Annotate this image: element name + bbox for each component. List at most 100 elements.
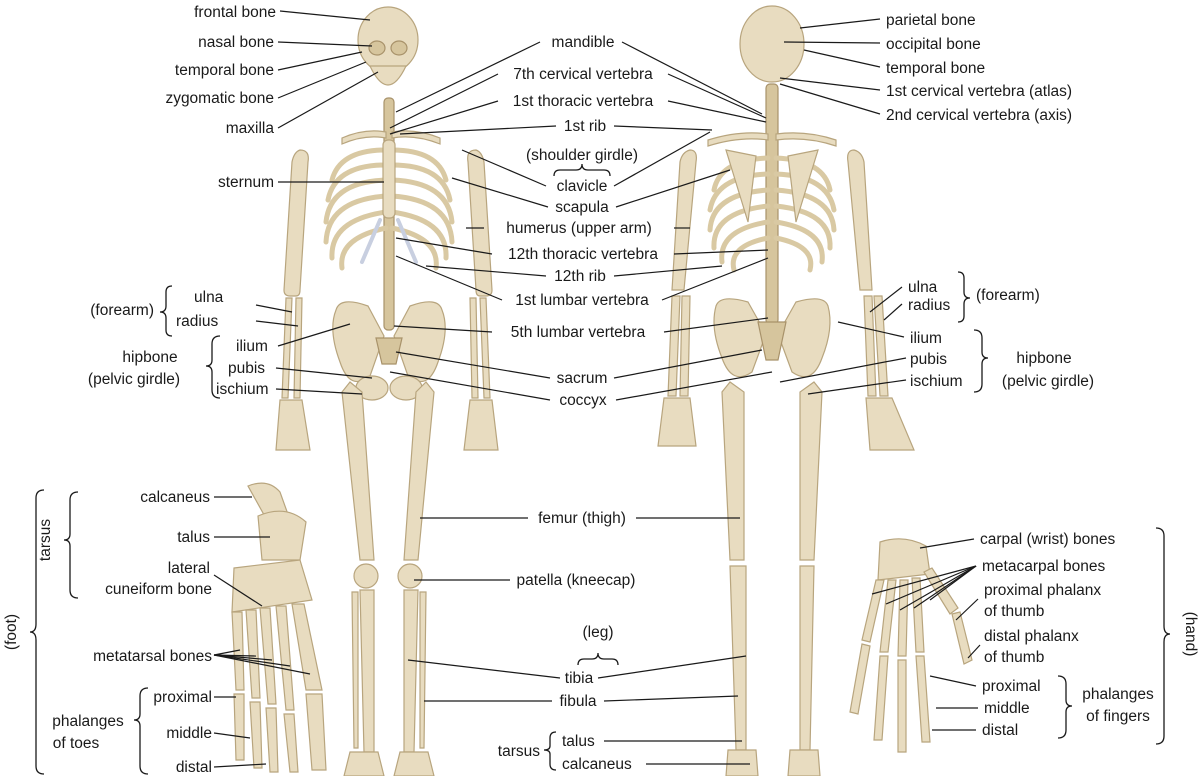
label-patella: patella (kneecap) — [517, 572, 636, 589]
label-phal-toes-2: of toes — [53, 735, 100, 752]
label-coccyx: coccyx — [559, 392, 607, 409]
label-rib1: 1st rib — [564, 118, 606, 135]
label-mandible: mandible — [552, 34, 615, 51]
foot-detail — [231, 482, 327, 773]
label-ilium-right: ilium — [910, 330, 942, 347]
front-ilium-right — [393, 301, 446, 383]
label-metatarsal: metatarsal bones — [93, 648, 212, 665]
label-pubis-left: pubis — [228, 360, 265, 377]
front-tibia-right — [403, 589, 419, 753]
back-humerus-right — [847, 149, 873, 291]
label-phal-toes-1: phalanges — [52, 713, 124, 730]
label-temporal-bone-front: temporal bone — [175, 62, 274, 79]
label-toe-proximal: proximal — [153, 689, 212, 706]
back-femur-right — [799, 381, 823, 561]
label-phal-fingers-1: phalanges — [1082, 686, 1154, 703]
label-pubis-right: pubis — [910, 351, 947, 368]
label-occipital-bone: occipital bone — [886, 36, 981, 53]
front-hand-left — [275, 399, 311, 451]
front-ilium-left — [332, 301, 385, 383]
label-sternum: sternum — [218, 174, 274, 191]
front-clavicle-left — [341, 130, 387, 145]
back-ilium-left — [713, 298, 767, 378]
hand-metacarpals — [861, 567, 959, 657]
label-talus-foot: talus — [177, 529, 210, 546]
hand-carpals — [877, 538, 931, 581]
label-maxilla: maxilla — [226, 120, 275, 137]
label-hipbone-right-1: hipbone — [1016, 350, 1071, 367]
label-hipbone-left-2: (pelvic girdle) — [88, 371, 180, 388]
label-forearm-left: (forearm) — [90, 302, 154, 319]
front-sacrum — [375, 337, 403, 365]
label-ilium-left: ilium — [236, 338, 268, 355]
front-hand-right — [463, 399, 499, 451]
front-radius-right — [469, 297, 479, 399]
front-humerus-left — [283, 149, 309, 297]
label-axis: 2nd cervical vertebra (axis) — [886, 107, 1072, 124]
label-hipbone-left-1: hipbone — [122, 349, 177, 366]
label-leg: (leg) — [582, 624, 613, 641]
hand-phalanges — [849, 611, 973, 753]
back-ulna-left — [667, 295, 681, 397]
back-tibia-right — [799, 565, 815, 751]
front-eye-socket-right — [390, 40, 408, 56]
front-skull — [357, 6, 419, 74]
front-tibia-left — [359, 589, 375, 753]
front-mandible — [369, 65, 407, 86]
label-l5: 5th lumbar vertebra — [511, 324, 646, 341]
label-sacrum: sacrum — [557, 370, 608, 387]
label-dist-thumb-1: distal phalanx — [984, 628, 1079, 645]
back-skeleton — [657, 5, 915, 776]
label-tarsus-bottom: tarsus — [498, 743, 540, 760]
label-shoulder-girdle: (shoulder girdle) — [526, 147, 638, 164]
label-calcaneus-foot: calcaneus — [140, 489, 210, 506]
front-fibula-right — [419, 591, 427, 749]
back-scapula-right — [787, 149, 819, 223]
foot-talus — [257, 510, 307, 561]
back-foot-right — [787, 749, 821, 776]
label-t12: 12th thoracic vertebra — [508, 246, 658, 263]
label-l1: 1st lumbar vertebra — [515, 292, 649, 309]
front-humerus-right — [467, 149, 493, 297]
back-clavicle-left — [707, 132, 769, 147]
braces — [29, 163, 1171, 775]
label-toe-distal: distal — [176, 759, 212, 776]
front-sternum — [382, 139, 396, 219]
front-foot-right — [393, 751, 435, 776]
label-frontal-bone: frontal bone — [194, 4, 276, 21]
label-t1: 1st thoracic vertebra — [513, 93, 654, 110]
label-carpal: carpal (wrist) bones — [980, 531, 1115, 548]
label-hipbone-right-2: (pelvic girdle) — [1002, 373, 1094, 390]
label-ulna-left: ulna — [194, 289, 224, 306]
back-clavicle-right — [775, 132, 837, 147]
foot-phalanges — [233, 693, 327, 773]
label-metacarpal: metacarpal bones — [982, 558, 1105, 575]
label-calcaneus-bottom: calcaneus — [562, 756, 632, 773]
front-femur-right — [403, 381, 435, 561]
label-c7: 7th cervical vertebra — [513, 66, 653, 83]
foot-metatarsals — [231, 603, 323, 711]
label-atlas: 1st cervical vertebra (atlas) — [886, 83, 1072, 100]
front-ulna-left — [281, 297, 293, 399]
back-ulna-right — [863, 295, 877, 397]
label-radius-right: radius — [908, 297, 950, 314]
label-parietal-bone: parietal bone — [886, 12, 976, 29]
back-radius-right — [873, 295, 889, 397]
back-hand-right — [865, 397, 915, 451]
back-skull — [739, 5, 805, 83]
back-femur-left — [721, 381, 745, 561]
front-radius-left — [293, 297, 303, 399]
back-foot-left — [725, 749, 759, 776]
label-forearm-right: (forearm) — [976, 287, 1040, 304]
front-fibula-left — [351, 591, 359, 749]
label-lat-cun-1: lateral — [168, 560, 210, 577]
label-hand-middle: middle — [984, 700, 1030, 717]
front-femur-left — [341, 381, 375, 561]
label-radius-left: radius — [176, 313, 218, 330]
front-foot-left — [343, 751, 385, 776]
label-dist-thumb-2: of thumb — [984, 649, 1044, 666]
label-hand-proximal: proximal — [982, 678, 1041, 695]
labels: frontal bone nasal bone temporal bone zy… — [3, 4, 1199, 776]
